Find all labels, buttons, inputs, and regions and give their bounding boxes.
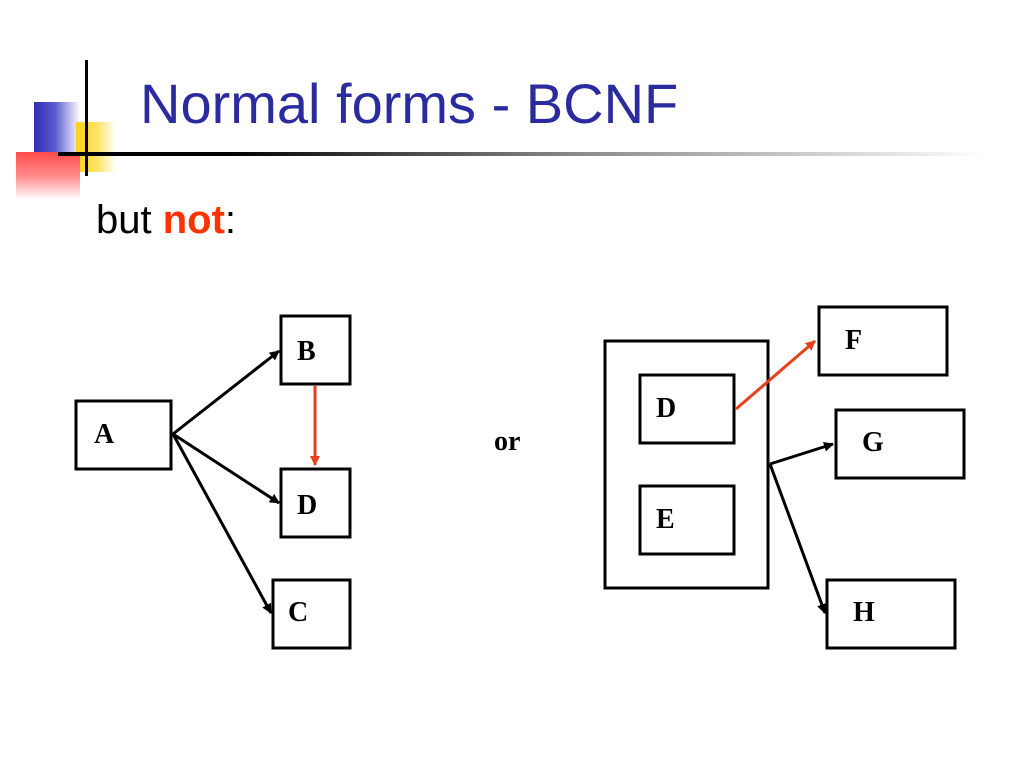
logo-vertical-line bbox=[85, 60, 88, 176]
node-label-c: C bbox=[288, 597, 308, 628]
logo-blue-square bbox=[34, 102, 80, 154]
node-label-h: H bbox=[853, 597, 875, 628]
node-box-b bbox=[279, 314, 352, 386]
node-label-b: B bbox=[297, 336, 316, 367]
logo-yellow-square bbox=[76, 122, 116, 172]
node-box-c bbox=[271, 578, 352, 650]
arrow-a-to-d bbox=[172, 432, 280, 505]
node-label-d-right: D bbox=[656, 393, 676, 424]
node-box-d-left bbox=[279, 467, 352, 539]
node-label-g: G bbox=[862, 427, 884, 458]
node-label-f: F bbox=[845, 325, 862, 356]
node-label-e: E bbox=[656, 504, 675, 535]
node-box-f bbox=[817, 305, 949, 377]
node-box-g bbox=[834, 408, 966, 480]
title-underline bbox=[58, 152, 988, 156]
connector-or: or bbox=[494, 426, 521, 457]
slide-title: Normal forms - BCNF bbox=[140, 72, 679, 135]
arrow-group-to-h bbox=[768, 463, 827, 614]
node-box-d-right bbox=[638, 373, 736, 445]
subtitle-suffix: : bbox=[224, 198, 237, 242]
node-box-a bbox=[74, 399, 173, 471]
subtitle-highlight: not bbox=[162, 198, 225, 242]
arrow-group-to-g bbox=[769, 441, 834, 466]
arrow-a-to-b bbox=[172, 349, 280, 436]
node-box-e bbox=[638, 484, 736, 556]
logo-red-square bbox=[16, 152, 80, 200]
node-label-a: A bbox=[94, 419, 115, 450]
node-label-d-left: D bbox=[297, 490, 317, 521]
subtitle: but not: bbox=[96, 200, 236, 240]
arrow-d-to-f bbox=[735, 339, 816, 411]
node-box-h bbox=[825, 578, 957, 650]
subtitle-prefix: but bbox=[96, 198, 163, 242]
arrow-a-to-c bbox=[171, 433, 273, 614]
